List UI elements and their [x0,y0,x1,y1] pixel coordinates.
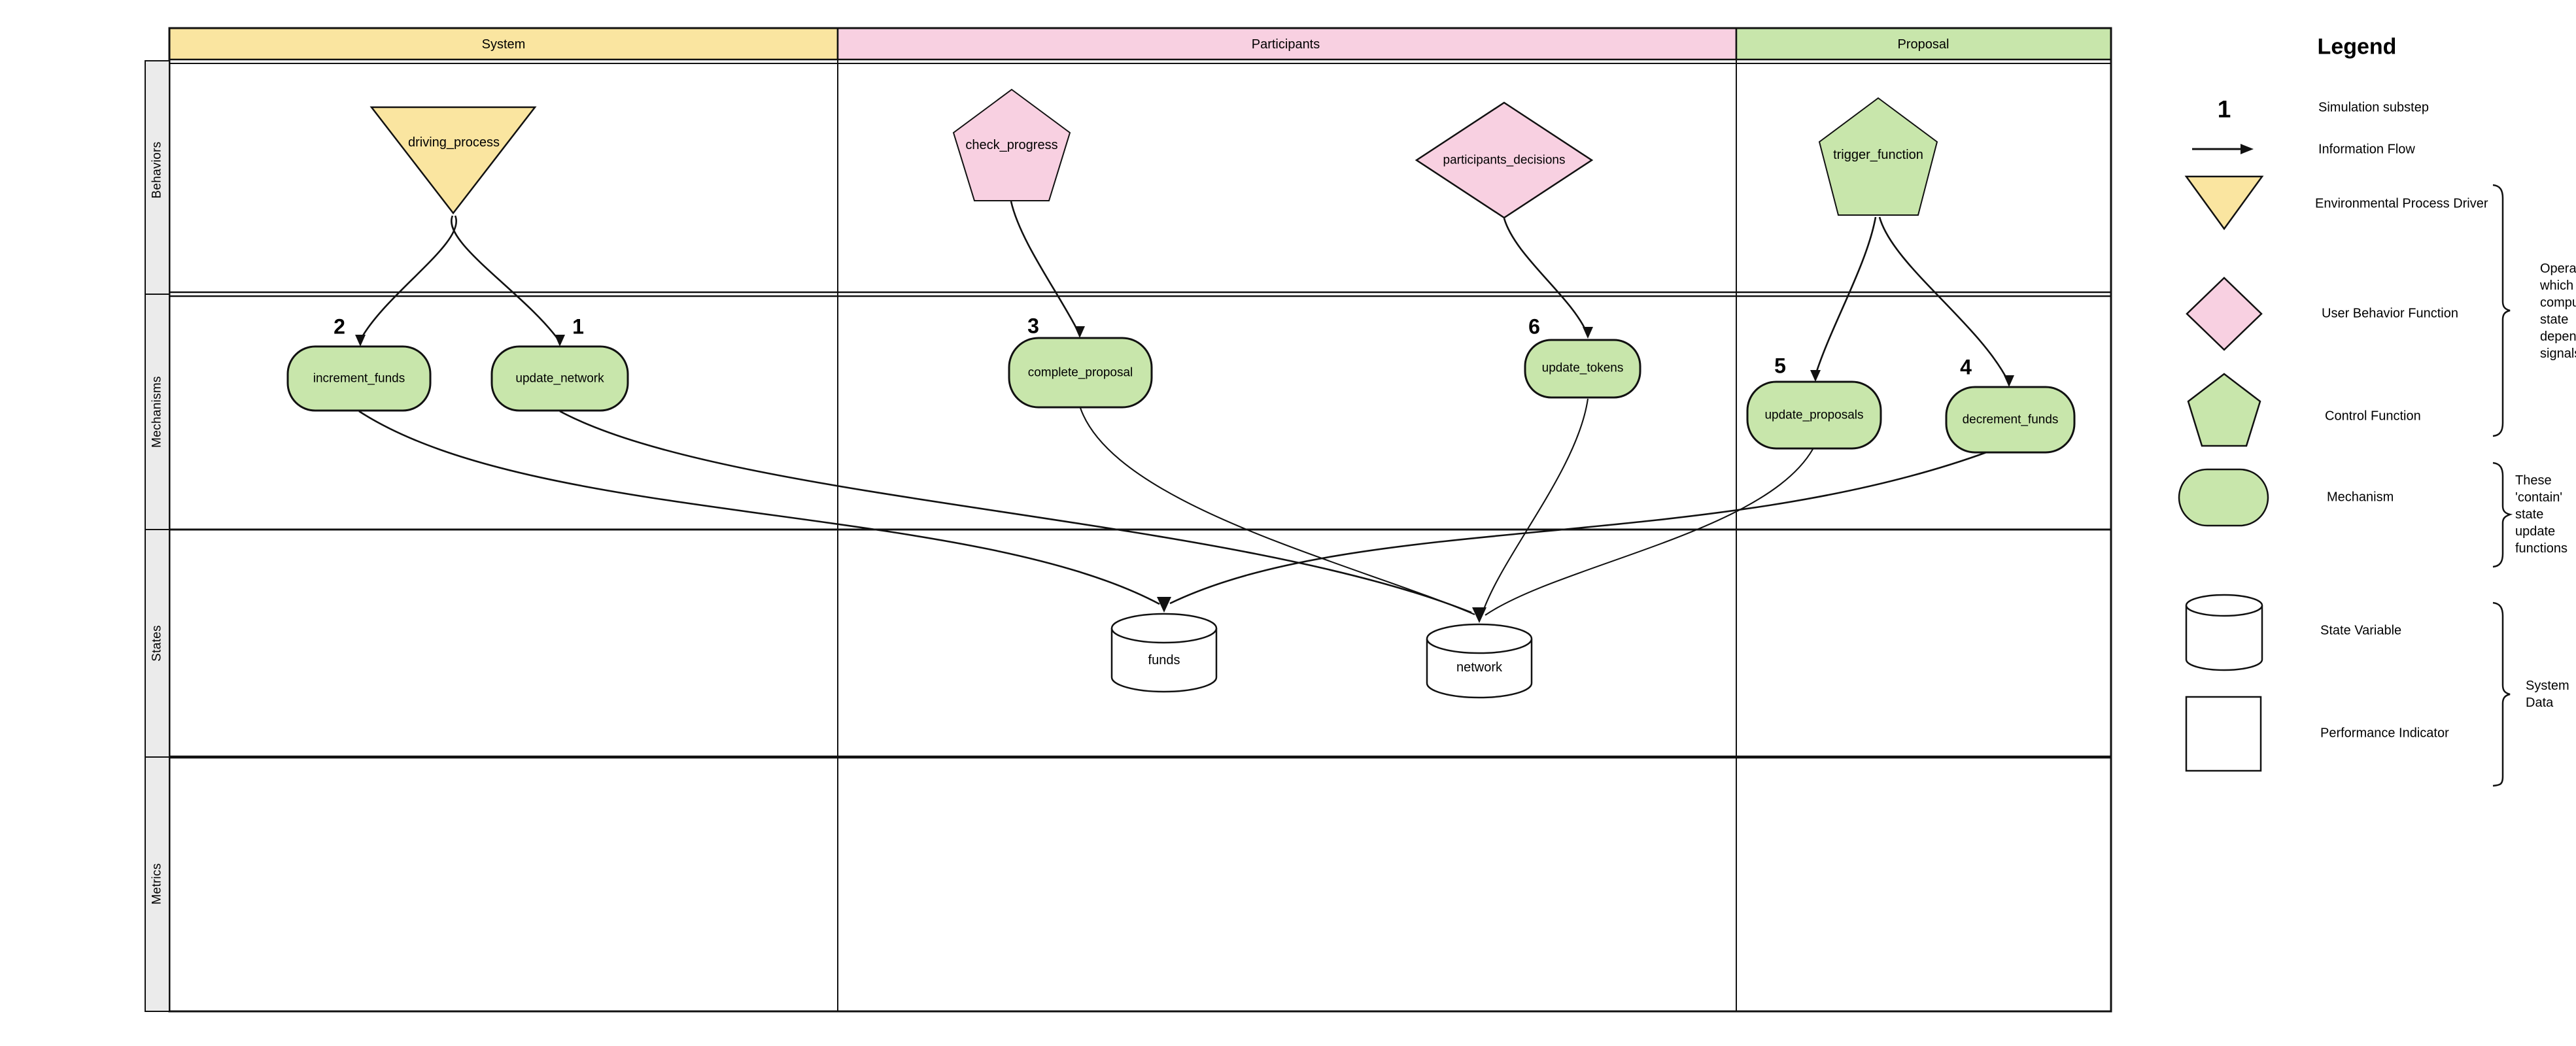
legend-label-control-function: Control Function [2325,409,2421,424]
column-header-participants[interactable]: Participants [1251,37,1320,52]
brace-operators-icon [2492,184,2511,437]
node-label-funds: funds [1148,653,1180,667]
node-label-driving-process: driving_process [407,135,500,150]
edge-participants-decisions-to-update-tokens[interactable] [1503,218,1588,333]
legend-label-mechanism: Mechanism [2327,490,2394,505]
legend-control-function-icon [2187,373,2261,447]
row-label-cell-metrics[interactable] [145,756,170,1012]
arrowhead-icon [1583,327,1593,339]
mechanism-nodes [286,337,2076,454]
state-cylinder-body-network[interactable] [1426,639,1533,699]
legend-label-information-flow: Information Flow [2318,142,2415,157]
node-label-decrement-funds: decrement_funds [1962,413,2059,427]
edge-update-network-to-network[interactable] [559,410,1472,614]
mechanism-pill-update-network[interactable] [490,345,629,412]
legend-title: Legend [2317,34,2397,59]
substep-number-update-proposals: 5 [1774,354,1786,378]
column-header-system[interactable]: System [481,37,526,52]
legend-symbols [2178,144,2513,787]
node-label-network: network [1456,660,1503,675]
arrowhead-icon [2241,144,2254,154]
row-label-states: States [150,625,164,662]
edge-trigger-function-to-decrement-funds[interactable] [1878,216,2009,381]
user-behavior-diamond-shape-participants-decisions[interactable] [1415,101,1594,219]
row-label-behaviors: Behaviors [150,141,164,199]
information-flow-edges [355,201,2014,623]
edge-increment-funds-to-funds[interactable] [358,410,1160,605]
legend-label-environmental-process-driver: Environmental Process Driver [2315,196,2488,211]
row-label-cell-behaviors[interactable] [145,60,170,295]
edge-check-progress-to-complete-proposal[interactable] [1010,201,1080,333]
node-label-trigger-function: trigger_function [1833,148,1923,162]
legend-mechanism-icon [2178,468,2269,527]
arrowhead-icon [1810,370,1821,382]
node-label-increment-funds: increment_funds [313,371,405,386]
legend-state-variable-icon [2185,605,2263,671]
row-label-metrics: Metrics [150,863,164,905]
swimlane-grid [145,27,2112,1013]
state-cylinder-body-funds[interactable] [1110,628,1218,693]
substep-number-update-network: 1 [572,314,584,339]
mechanism-pill-update-tokens[interactable] [1524,339,1641,399]
arrowhead-icon [1074,326,1085,338]
substep-number-increment-funds: 2 [334,314,345,339]
legend-simulation-substep-sample: 1 [2217,95,2231,123]
substep-number-update-tokens: 6 [1528,314,1540,339]
legend-user-behavior-function-icon [2186,277,2263,351]
behavior-nodes [369,88,1938,219]
state-cylinder-top-funds[interactable] [1110,613,1218,644]
edge-update-proposals-to-network[interactable] [1485,448,1813,616]
edge-driving-process-to-increment-funds[interactable] [359,215,458,341]
node-label-participants-decisions: participants_decisions [1443,153,1566,167]
row-label-mechanisms: Mechanisms [150,376,164,448]
edge-trigger-function-to-update-proposals[interactable] [1814,216,1877,376]
edge-update-tokens-to-network[interactable] [1481,398,1589,615]
edge-complete-proposal-to-network[interactable] [1080,407,1475,615]
state-cylinder-top-network[interactable] [1426,623,1533,654]
node-label-update-tokens: update_tokens [1541,361,1624,375]
mechanism-pill-increment-funds[interactable] [286,345,432,412]
annotation-system-data: System Data [2526,679,2569,710]
substep-number-decrement-funds: 4 [1960,355,1972,379]
row-label-cell-mechanisms[interactable] [145,294,170,530]
control-pentagon-shape-check-progress[interactable] [952,88,1071,201]
mechanism-pill-complete-proposal[interactable] [1008,337,1153,409]
legend-environmental-process-driver-icon [2184,175,2264,231]
environmental-process-driver-shape-driving-process[interactable] [369,106,537,215]
brace-system-data-icon [2492,601,2511,787]
row-label-cell-states[interactable] [145,529,170,758]
node-label-update-proposals: update_proposals [1764,408,1864,422]
arrowhead-icon [2004,375,2014,387]
annotation-operators: Operators which compute state dependent … [2540,262,2576,361]
legend-label-user-behavior-function: User Behavior Function [2322,306,2458,321]
arrowhead-icon [1472,607,1486,623]
node-label-complete-proposal: complete_proposal [1027,365,1133,380]
legend-performance-indicator-icon [2185,696,2262,772]
arrowhead-icon [355,335,366,346]
mechanism-pill-decrement-funds[interactable] [1945,386,2076,454]
edge-decrement-funds-to-funds[interactable] [1169,450,1989,605]
legend-label-simulation-substep: Simulation substep [2318,100,2429,115]
legend-label-state-variable: State Variable [2320,623,2402,638]
arrowhead-icon [555,335,565,346]
state-nodes [1110,613,1533,699]
control-pentagon-shape-trigger-function[interactable] [1818,97,1938,216]
legend-state-variable-top-icon [2185,594,2263,617]
mechanism-pill-update-proposals[interactable] [1746,380,1882,450]
annotation-contain-state-update: These 'contain' state update functions [2515,473,2568,556]
legend-label-performance-indicator: Performance Indicator [2320,726,2449,741]
substep-number-complete-proposal: 3 [1027,314,1039,338]
node-label-update-network: update_network [515,371,604,386]
edge-driving-process-to-update-network[interactable] [451,215,560,341]
column-header-band-participants[interactable] [836,27,1738,61]
arrowhead-icon [1157,597,1171,613]
brace-mechanism-icon [2492,462,2513,568]
column-header-proposal[interactable]: Proposal [1897,37,1949,52]
node-label-check-progress: check_progress [965,138,1058,152]
